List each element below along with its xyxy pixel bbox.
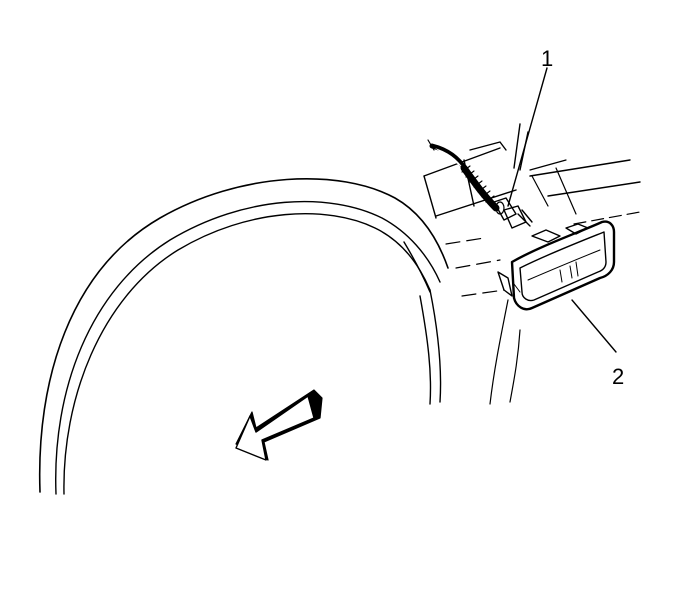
callout-label-2: 2 (612, 364, 624, 389)
wheel-opening-arcs (38, 178, 449, 495)
convoluted-conduit (460, 164, 500, 212)
callout-label-1: 1 (541, 46, 553, 71)
bulb-socket (493, 197, 533, 229)
wiring-harness (427, 139, 533, 229)
callout-1-leader (507, 67, 548, 207)
side-marker-lamp (497, 220, 616, 311)
callout-2-leader (571, 299, 617, 353)
body-panel-lines (423, 123, 641, 405)
forward-arrow-icon (235, 389, 323, 461)
